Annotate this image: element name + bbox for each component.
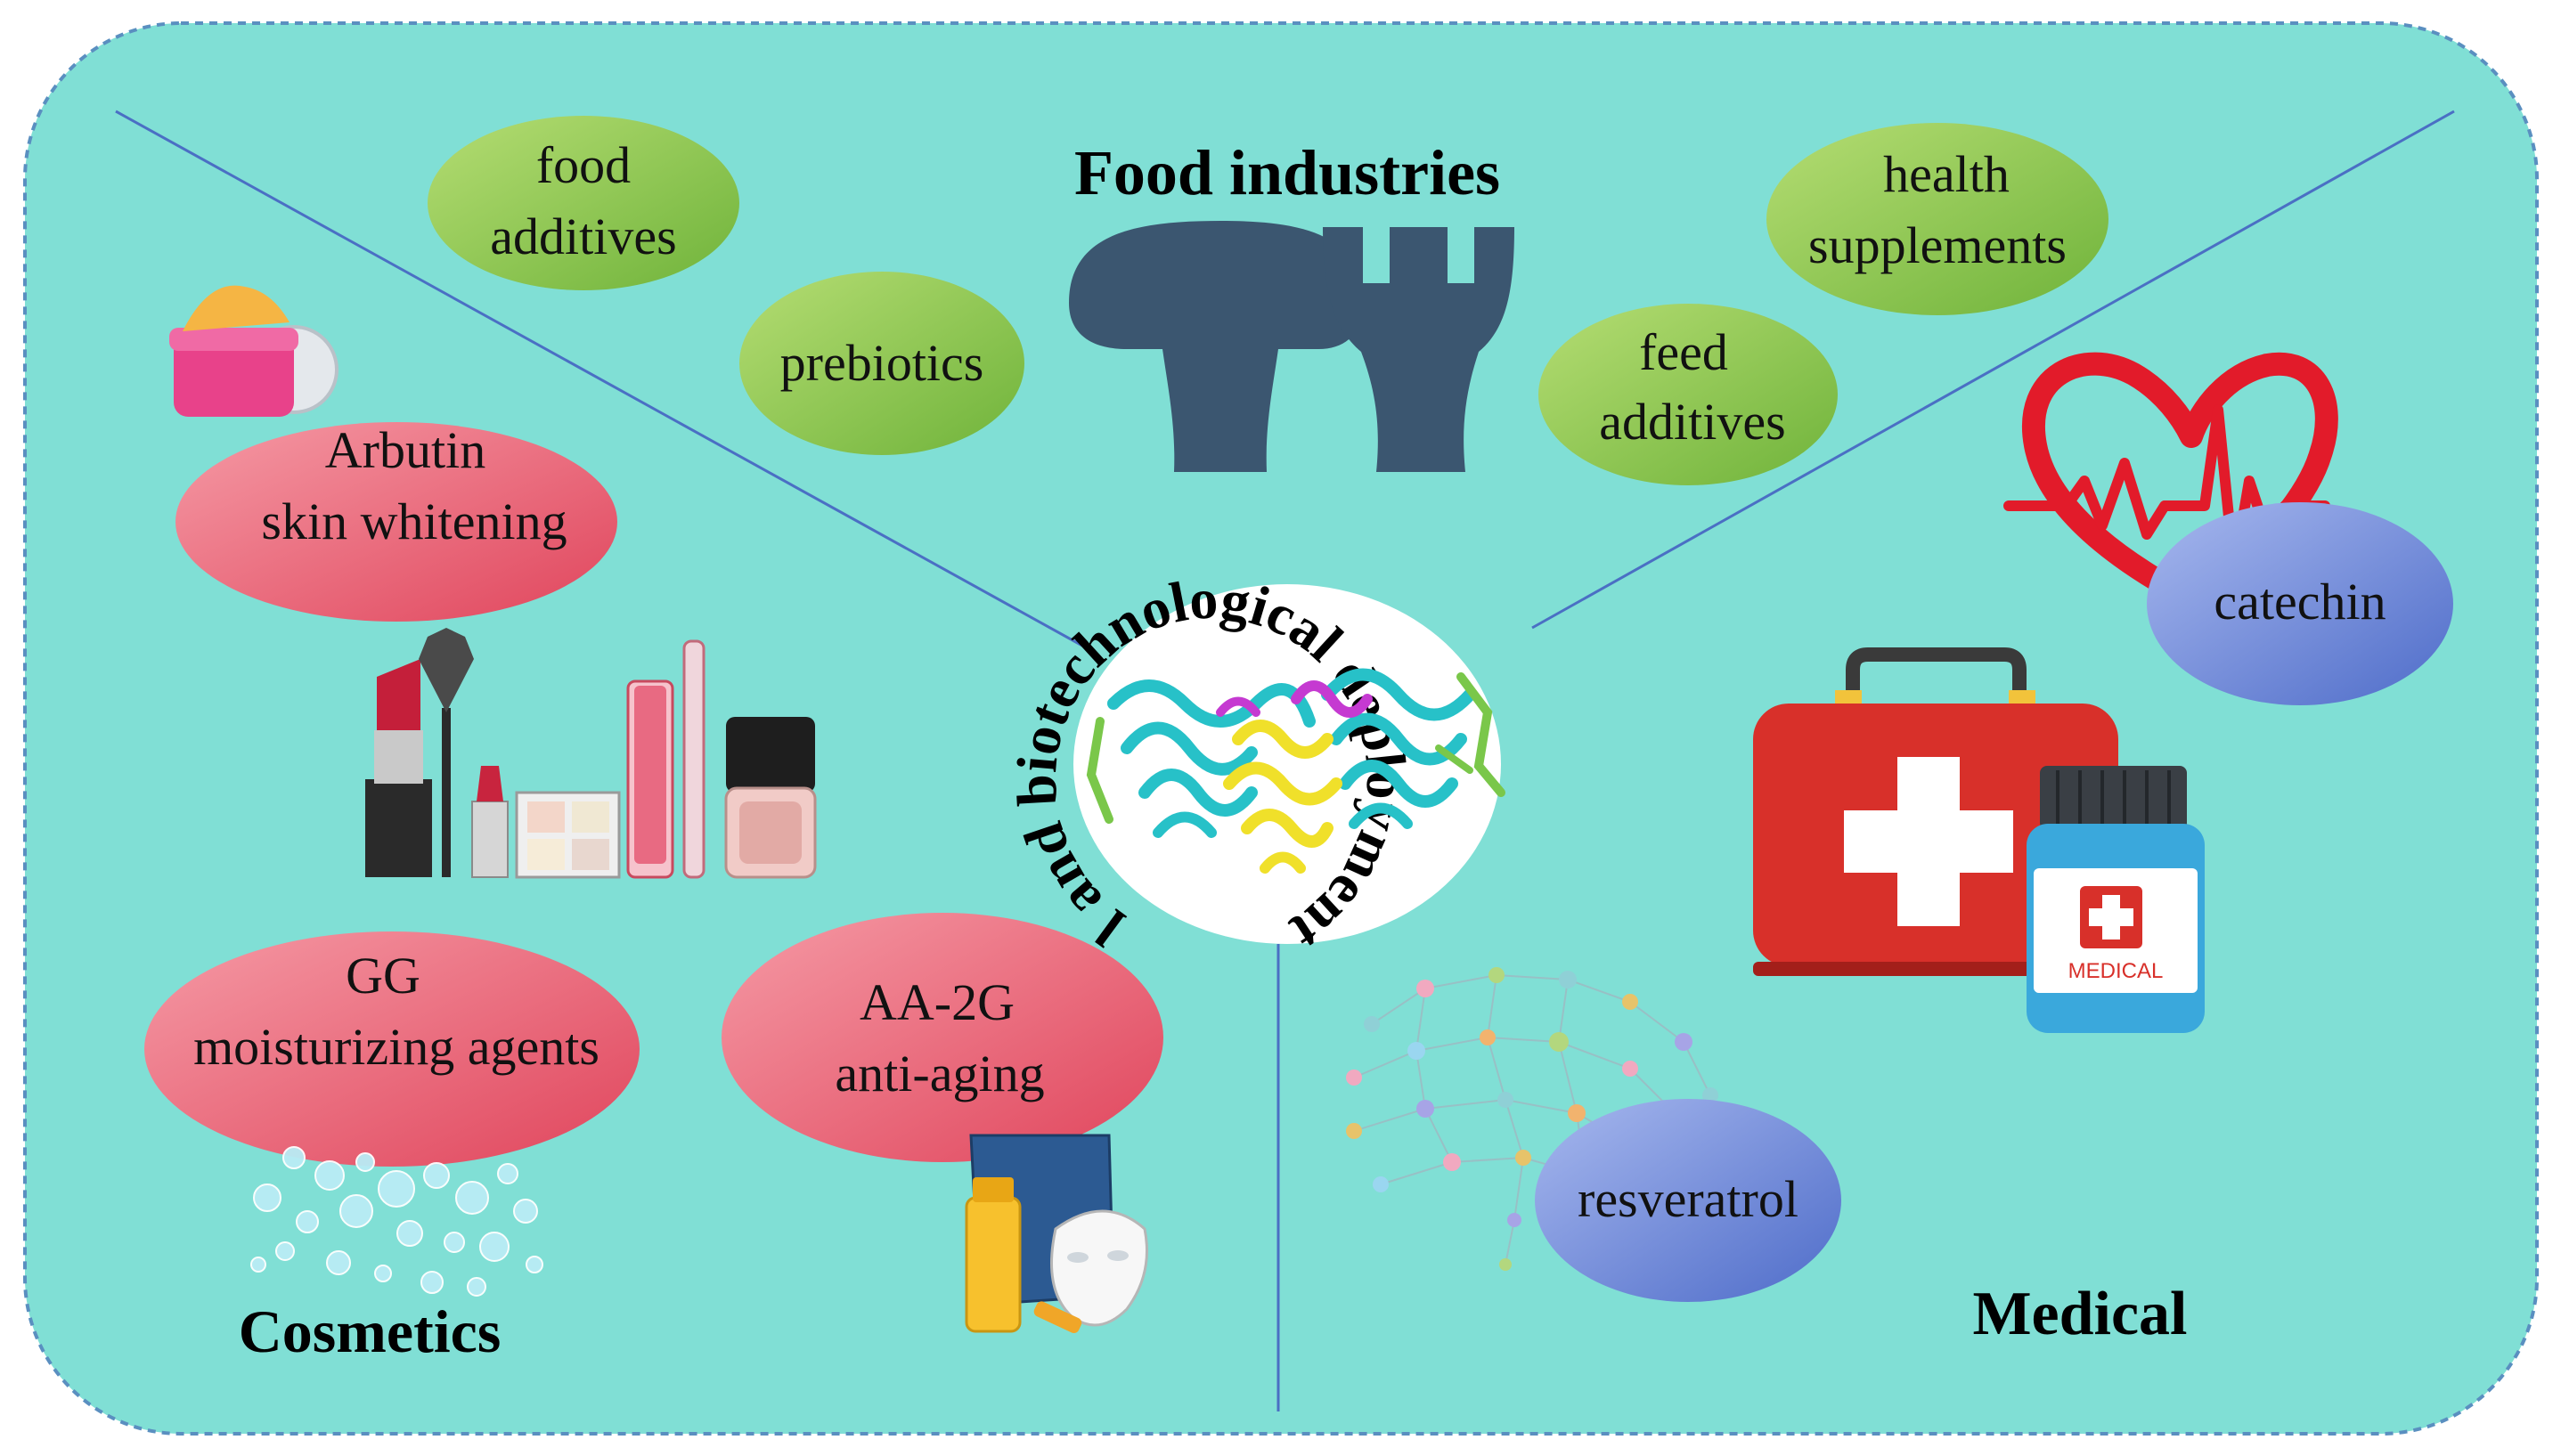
oval-arbutin-line2: skin whitening	[261, 492, 567, 550]
section-dividers	[115, 110, 2455, 1411]
oval-gg-line1: GG	[346, 947, 420, 1005]
oval-feed-additives-line1: feed	[1639, 323, 1728, 381]
oval-prebiotics-label: prebiotics	[780, 334, 984, 392]
medical-section: Medical catechin	[1346, 352, 2453, 1348]
oval-aa2g-line2: anti-aging	[835, 1045, 1044, 1102]
divider-left	[115, 110, 1083, 647]
bubbles-icon	[250, 1146, 543, 1297]
oval-aa2g: AA-2G anti-aging	[722, 913, 1163, 1162]
mushroom-icon	[1069, 221, 1363, 472]
food-section: Food industries food additives prebiotic…	[428, 116, 2108, 485]
oval-gg: GG moisturizing agents	[144, 931, 640, 1167]
oval-arbutin-line1: Arbutin	[325, 421, 485, 479]
cream-jar-icon	[169, 285, 338, 417]
oval-resveratrol: resveratrol	[1535, 1099, 1841, 1302]
fork-icon	[1323, 227, 1514, 472]
oval-catechin-label: catechin	[2214, 573, 2386, 630]
oval-feed-additives-line2: additives	[1599, 393, 1785, 451]
medical-section-title: Medical	[1972, 1280, 2187, 1348]
oval-gg-line2: moisturizing agents	[193, 1018, 599, 1076]
oval-food-additives: food additives	[428, 116, 739, 290]
oval-resveratrol-label: resveratrol	[1578, 1170, 1798, 1228]
oval-arbutin: Arbutin skin whitening	[175, 421, 617, 622]
face-mask-icon	[965, 1134, 1148, 1334]
oval-food-additives-line1: food	[536, 136, 631, 194]
food-section-title: Food industries	[1074, 137, 1500, 208]
spase-protein-structure-icon	[1086, 668, 1505, 874]
oval-health-supplements: health supplements	[1766, 123, 2108, 315]
cosmetics-section-title: Cosmetics	[239, 1297, 502, 1365]
oval-prebiotics: prebiotics	[739, 272, 1024, 455]
oval-feed-additives: feed additives	[1538, 304, 1838, 485]
oval-health-supplements-line2: supplements	[1808, 216, 2067, 274]
center-white-disc	[1073, 584, 1501, 944]
oval-food-additives-line2: additives	[490, 207, 676, 265]
oval-health-supplements-line1: health	[1883, 145, 2010, 203]
cosmetics-section: Cosmetics	[144, 285, 1163, 1365]
medicine-bottle-label: MEDICAL	[2068, 959, 2164, 983]
oval-catechin: catechin	[2147, 502, 2453, 705]
divider-right	[1531, 110, 2455, 630]
medicine-bottle-icon: MEDICAL	[2027, 766, 2205, 1033]
makeup-set-icon	[365, 628, 817, 879]
oval-aa2g-line1: AA-2G	[860, 973, 1015, 1031]
